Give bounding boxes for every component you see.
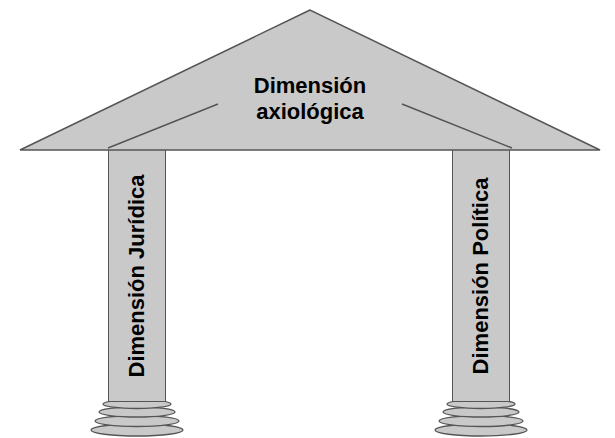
roof-edge-line <box>108 104 218 148</box>
dimension-label: Dimensión Política <box>468 177 493 374</box>
column-pillar: Dimensión Política <box>452 150 510 402</box>
column-pillar: Dimensión Jurídica <box>108 150 166 402</box>
roof-pediment: Dimensión axiológica <box>18 8 602 154</box>
roof-triangle <box>20 10 600 150</box>
dimension-label: Dimensión axiológica <box>225 73 395 124</box>
roof-edge-line <box>402 104 512 148</box>
dimension-label: Dimensión Jurídica <box>124 174 149 377</box>
